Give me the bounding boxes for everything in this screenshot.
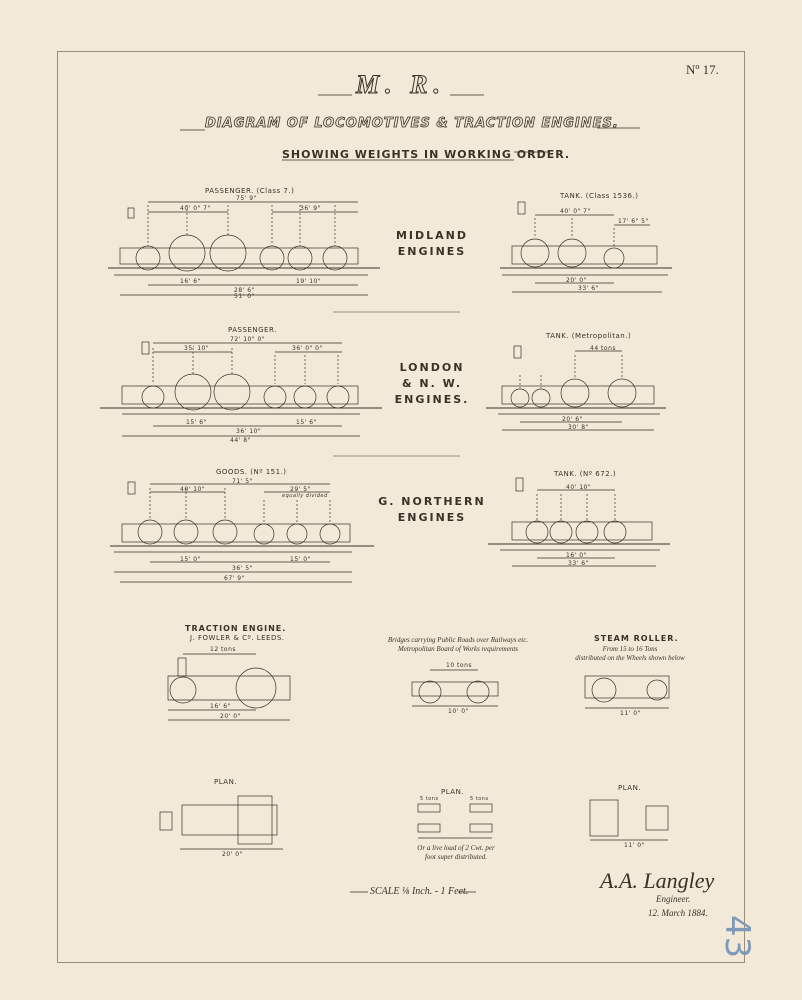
gn-goods-bottom2: 15' 0"	[290, 556, 311, 563]
lnw-tank-wheelbase: 20' 6"	[562, 416, 583, 423]
gn-goods-left: 40' 10"	[180, 486, 206, 493]
lnw-passenger-total: 44' 8"	[230, 437, 251, 444]
engineer-label: Engineer.	[656, 894, 691, 904]
roller-length: 11' 0"	[620, 710, 641, 717]
sheet-border	[57, 51, 745, 963]
roller-note: From 15 to 16 Tons distributed on the Wh…	[560, 645, 700, 663]
lnw-passenger-wheelbase: 36' 10"	[236, 428, 262, 435]
group-lnw-line2: & N. W.	[401, 377, 463, 390]
lnw-passenger-right: 36' 0" 0"	[292, 345, 323, 352]
mr-tank-diagram	[500, 201, 672, 293]
page-title: DIAGRAM OF LOCOMOTIVES & TRACTION ENGINE…	[205, 116, 619, 132]
gn-tank-top: 40' 10"	[566, 484, 592, 491]
group-lnw: LONDON & N. W. ENGINES.	[384, 360, 480, 408]
traction-plan-width: 20' 0"	[222, 851, 243, 858]
mr-passenger-label: PASSENGER. (Class 7.)	[205, 187, 295, 195]
roller-note-line1: From 15 to 16 Tons	[602, 645, 658, 653]
roller-plan-dim: 11' 0"	[624, 842, 645, 849]
scale-note: SCALE ⅛ Inch. - 1 Feet.	[370, 886, 469, 897]
gn-goods-bottom1: 15' 0"	[180, 556, 201, 563]
group-midland: MIDLAND ENGINES	[384, 228, 480, 260]
group-midland-line1: MIDLAND	[395, 229, 469, 242]
gn-goods-wheelbase: 36' 5"	[232, 565, 253, 572]
mr-passenger-right: 36' 9"	[300, 205, 321, 212]
gn-goods-overall: 71' 5"	[232, 478, 253, 485]
roller-title: STEAM ROLLER.	[594, 634, 679, 643]
lnw-tank-top: 44 tons	[590, 345, 616, 352]
bridges-load-diagram	[411, 669, 499, 707]
folio-number: 43	[717, 915, 757, 959]
signature: A.A. Langley	[600, 868, 715, 893]
gn-tank-total: 33' 6"	[568, 560, 589, 567]
gn-tank-wheelbase: 16' 0"	[566, 552, 587, 559]
bridges-note-line1: Bridges carrying Public Roads over Railw…	[387, 636, 529, 644]
bridges-length: 10' 0"	[448, 708, 469, 715]
mr-passenger-bottom1: 16' 6"	[180, 278, 201, 285]
group-lnw-line1: LONDON	[399, 361, 465, 374]
gn-goods-diagram	[110, 481, 374, 583]
mr-tank-top: 40' 0" 7"	[560, 208, 591, 215]
lnw-passenger-diagram	[100, 341, 382, 437]
lnw-passenger-left: 35' 10"	[184, 345, 210, 352]
traction-maker: J. FOWLER & Cº. LEEDS.	[190, 634, 285, 642]
traction-engine-diagram	[167, 653, 291, 721]
group-lnw-line3: ENGINES.	[394, 393, 470, 406]
group-gn-line1: G. NORTHERN	[378, 495, 486, 508]
bridges-weight: 10 tons	[446, 662, 472, 669]
roller-note-line2: distributed on the Wheels shown below	[575, 654, 685, 662]
lnw-passenger-label: PASSENGER.	[228, 326, 277, 334]
steam-roller-diagram	[584, 675, 670, 709]
mr-tank-total: 33' 6"	[578, 285, 599, 292]
group-gn-line2: ENGINES	[397, 511, 467, 524]
bridges-plan-note: Or a live load of 2 Cwt. per foot super …	[396, 844, 516, 862]
traction-length: 20' 0"	[220, 713, 241, 720]
mr-tank-right: 17' 6" 5"	[618, 218, 649, 225]
gn-goods-label: GOODS. (Nº 151.)	[216, 468, 287, 476]
bridges-plan	[417, 803, 493, 839]
lnw-tank-total: 30' 8"	[568, 424, 589, 431]
gn-goods-total: 67' 9"	[224, 575, 245, 582]
traction-plan-label: PLAN.	[214, 778, 238, 786]
sheet-number: Nº 17.	[686, 62, 719, 77]
mr-passenger-bottom2: 19' 10"	[296, 278, 322, 285]
gn-goods-note: equally divided	[282, 493, 328, 499]
monogram: M. R.	[356, 70, 446, 100]
gn-tank-label: TANK. (Nº 672.)	[554, 470, 617, 478]
lnw-passenger-overall: 72' 10" 0"	[230, 336, 266, 343]
mr-passenger-overall: 75' 9"	[236, 195, 257, 202]
bridges-plan-tons-b: 5 tons	[470, 796, 489, 802]
traction-weight: 12 tons	[210, 646, 236, 653]
lnw-passenger-bottom1: 15' 6"	[186, 419, 207, 426]
group-gn: G. NORTHERN ENGINES	[376, 494, 488, 526]
traction-title: TRACTION ENGINE.	[185, 624, 287, 633]
mr-tank-wheelbase: 20' 0"	[566, 277, 587, 284]
bridges-plan-tons-a: 5 tons	[420, 796, 439, 802]
page-subtitle: SHOWING WEIGHTS IN WORKING ORDER.	[282, 148, 571, 161]
drawing-date: 12. March 1884.	[648, 908, 708, 918]
bridges-plan-note-line2: foot super distributed.	[424, 853, 488, 861]
mr-passenger-total: 51' 0"	[234, 293, 255, 300]
gn-tank-diagram	[488, 477, 670, 567]
lnw-tank-diagram	[486, 345, 666, 431]
mr-tank-label: TANK. (Class 1536.)	[560, 192, 639, 200]
bridges-note: Bridges carrying Public Roads over Railw…	[372, 636, 544, 654]
lnw-passenger-bottom2: 15' 6"	[296, 419, 317, 426]
mr-passenger-left: 40' 0" 7"	[180, 205, 211, 212]
traction-plan	[159, 795, 283, 850]
bridges-plan-label: PLAN.	[441, 788, 465, 796]
group-midland-line2: ENGINES	[397, 245, 467, 258]
lnw-tank-label: TANK. (Metropolitan.)	[546, 332, 632, 340]
traction-wheelbase: 16' 6"	[210, 703, 231, 710]
roller-plan-label: PLAN.	[618, 784, 642, 792]
mr-passenger-diagram	[108, 201, 380, 296]
bridges-plan-note-line1: Or a live load of 2 Cwt. per	[417, 844, 495, 852]
mr-passenger-wheelbase: 28' 6"	[234, 287, 255, 294]
bridges-note-line2: Metropolitan Board of Works requirements	[397, 645, 519, 653]
roller-plan	[589, 799, 669, 841]
gn-goods-right: 29' 5"	[290, 486, 311, 493]
